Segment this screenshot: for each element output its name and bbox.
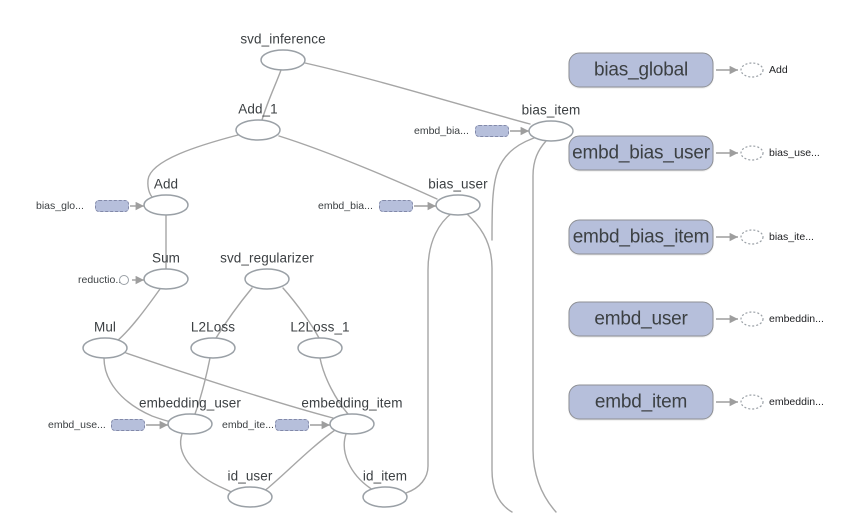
input-chip-chip-embd-bias-2[interactable] [475, 125, 509, 137]
variable-node-label-embd_bias_user: embd_bias_user [572, 142, 710, 163]
op-node-label-add: Add [153, 176, 179, 192]
variable-node-embd_item[interactable]: embd_item [568, 384, 714, 420]
input-chip-label-chip-embd-item: embd_ite... [222, 419, 274, 431]
output-stub-group [740, 62, 764, 410]
variable-out-stub-embd_user[interactable] [740, 311, 764, 327]
input-chip-chip-embd-item[interactable] [275, 419, 309, 431]
op-node-sum[interactable] [143, 268, 189, 290]
op-node-label-l2loss: L2Loss [190, 319, 236, 335]
op-node-svd_regularizer[interactable] [244, 268, 290, 290]
edge-bias_item-long-left [491, 135, 541, 241]
op-node-mul[interactable] [82, 337, 128, 359]
variable-out-label-embd_bias_item: bias_ite... [769, 231, 814, 243]
op-node-label-bias_item: bias_item [521, 102, 581, 118]
variable-out-stub-bias_global[interactable] [740, 62, 764, 78]
op-node-add_1[interactable] [235, 119, 281, 141]
op-node-embedding_user[interactable] [167, 413, 213, 435]
variable-out-stub-embd_bias_item[interactable] [740, 229, 764, 245]
edge-mul-to-embedding_item [125, 352, 334, 419]
input-chip-label-chip-embd-bias-2: embd_bia... [414, 125, 469, 137]
variable-node-label-bias_global: bias_global [594, 59, 688, 80]
edge-add1-to-svd_inference [261, 69, 282, 121]
op-node-label-svd_regularizer: svd_regularizer [220, 250, 314, 266]
op-nodes-group [82, 49, 574, 508]
arrow-connectors-group [130, 65, 738, 430]
input-chip-chip-embd-user[interactable] [111, 419, 145, 431]
variable-node-embd_user[interactable]: embd_user [568, 301, 714, 337]
edge-add1-to-bias_user [278, 135, 438, 200]
op-node-id_user[interactable] [227, 486, 273, 508]
edge-mul-to-embedding_user [103, 357, 177, 424]
op-node-label-id_user: id_user [227, 468, 273, 484]
op-node-l2loss[interactable] [190, 337, 236, 359]
op-node-label-id_item: id_item [362, 468, 408, 484]
op-node-l2loss_1[interactable] [297, 337, 343, 359]
input-chip-chip-embd-bias-1[interactable] [379, 200, 413, 212]
op-node-label-l2loss_1: L2Loss_1 [290, 319, 350, 335]
variable-out-label-embd_user: embeddin... [769, 313, 824, 325]
edge-embedding_user-to-id_user [180, 433, 245, 497]
edge-bias_item-down [532, 140, 557, 513]
edge-add1-to-add [147, 134, 239, 202]
input-chip-chip-bias-global[interactable] [95, 200, 129, 212]
op-node-add[interactable] [143, 194, 189, 216]
variable-out-stub-embd_bias_user[interactable] [740, 145, 764, 161]
op-node-svd_inference[interactable] [260, 49, 306, 71]
input-circle-circle-reduction[interactable] [119, 275, 129, 285]
variable-node-label-embd_user: embd_user [594, 308, 688, 329]
edge-sum-to-mul [116, 288, 161, 342]
variable-node-bias_global[interactable]: bias_global [568, 52, 714, 88]
variable-out-label-embd_bias_user: bias_use... [769, 147, 820, 159]
variable-node-embd_bias_user[interactable]: embd_bias_user [568, 135, 714, 171]
input-chip-label-chip-embd-user: embd_use... [48, 419, 106, 431]
edge-l2loss-to-embedding_user [194, 357, 211, 415]
op-node-embedding_item[interactable] [329, 413, 375, 435]
op-node-label-embedding_user: embedding_user [139, 395, 241, 411]
edge-embedding_item-to-id_user [254, 429, 336, 497]
input-circle-label-circle-reduction: reductio... [78, 274, 125, 286]
edge-bias_user-up-to-bias_item [465, 212, 513, 513]
variable-out-label-embd_item: embeddin... [769, 396, 824, 408]
op-node-label-bias_user: bias_user [428, 176, 488, 192]
op-node-label-embedding_item: embedding_item [301, 395, 403, 411]
variable-out-label-bias_global: Add [769, 64, 788, 76]
op-node-label-add_1: Add_1 [238, 101, 278, 117]
variable-node-label-embd_item: embd_item [594, 391, 688, 412]
op-node-bias_user[interactable] [435, 194, 481, 216]
edge-svdreg-to-l2loss [215, 287, 253, 339]
op-node-label-svd_inference: svd_inference [240, 31, 326, 47]
op-node-label-sum: Sum [151, 250, 181, 266]
edge-svd_inference-to-bias_item [304, 62, 531, 125]
edge-svdreg-to-l2loss_1 [282, 287, 320, 339]
input-chip-label-chip-bias-global: bias_glo... [36, 200, 84, 212]
op-node-bias_item[interactable] [528, 120, 574, 142]
op-node-label-mul: Mul [93, 319, 117, 335]
edge-l2loss1-to-embedding_item [319, 357, 349, 415]
variable-out-stub-embd_item[interactable] [740, 394, 764, 410]
variable-node-label-embd_bias_item: embd_bias_item [572, 226, 710, 247]
input-chip-label-chip-embd-bias-1: embd_bia... [318, 200, 373, 212]
variable-node-embd_bias_item[interactable]: embd_bias_item [568, 219, 714, 255]
edge-id_item-to-right [405, 212, 453, 494]
op-node-id_item[interactable] [362, 486, 408, 508]
edge-embedding_item-to-id_item [343, 433, 383, 497]
